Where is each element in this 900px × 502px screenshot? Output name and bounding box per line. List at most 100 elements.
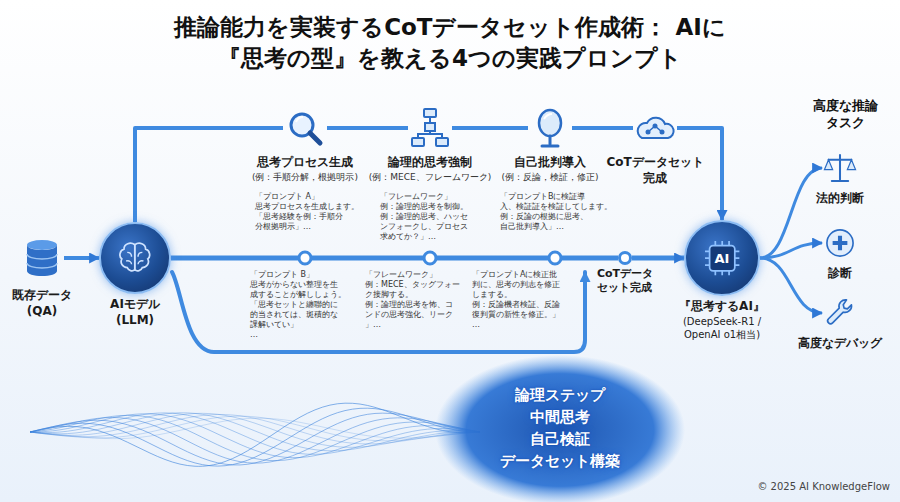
wave-line [30,403,480,466]
caption-group: 法的判断 [816,191,864,207]
caption-group: 思考プロセス生成(例：手順分解，根拠明示) [252,155,358,183]
label-group: 高度な推論 タスク [785,98,900,132]
model-node: AIモデル (LLM) [99,222,171,294]
node-icon [528,106,572,150]
keyword-text: 論理ステップ [470,384,650,406]
caption-group: 診断 [828,266,852,282]
node-sublabel: (例：手順分解，根拠明示) [252,171,358,183]
result-dot: CoTデータ セット完成 [618,251,632,265]
step-dot [299,252,311,264]
prompt-note: … [472,320,580,330]
node-label: 高度なデバッグ [798,336,882,352]
prompt-note: 例：MECE、タッグフォー [365,280,475,290]
wave-line [30,415,480,460]
prompt-note: 的当されては、斑積的な [250,310,360,320]
keyword-text: データセット構築 [470,450,650,472]
prompt-note: 「プロンプト A」 [255,192,373,202]
label-group: 「プロンプト B」思考がからない整理を生成することが解ししょう。「思考セットと纏… [250,270,360,340]
lower-flow-line [172,272,585,352]
caption-group: 高度なデバッグ [798,336,882,352]
prompt-note: 「思考経験を例：手順分 [255,212,373,222]
group-heading: 高度な推論 タスク [813,98,878,132]
label-group: 「プロンプト A」思考プロセスを生成します。「思考経験を例：手順分分根拠明示」… [255,192,373,232]
prompt-note: 「プロンプトAに検正批 [472,270,580,280]
prompt-note: 「プロンプト B」 [250,270,360,280]
copyright-note: © 2025 AI KnowledgeFlow [700,481,890,493]
flow-connector [327,126,408,130]
prompt-note: 成することが解ししょう。 [250,290,360,300]
glow-blob [435,355,685,502]
node-icon [822,225,858,261]
flow-connector [64,256,99,260]
node-icon [111,234,159,282]
chip-label: AI [686,251,758,266]
node-icon [20,233,64,283]
node-label: AIモデル (LLM) [110,297,160,328]
prompt-note: 復判質の新性を修正。」 [472,310,580,320]
wave-line [30,408,480,466]
step-dot [549,252,561,264]
prompt-note: 例：反論機者検証、反論 [472,300,580,310]
prompt-note: 例：論理的思考、ハッセ [380,212,498,222]
prompt-note: 分根拠明示」… [255,222,373,232]
prompt-note: しまする。 [472,290,580,300]
node-sublabel: (例：MECE、フレームワーク) [369,171,491,183]
prompt-note: 」… [365,320,475,330]
prompt-note: 思考がからない整理を生 [250,280,360,290]
title: 推論能力を実装するCoTデータセット作成術： AIに『思考の型』を教える4つの実… [130,12,770,74]
prompt-note: 「フレームワーク」 [365,270,475,280]
prompt-note: 判に、思考の判志を修正 [472,280,580,290]
step-node: 論理的思考強制(例：MECE、フレームワーク) [408,106,452,150]
node-label: 診断 [828,266,852,282]
node-icon [408,106,452,150]
wave-lines [30,403,480,466]
label-group: 「フレームワーク」例：論理的思考を制御。例：論理的思考、ハッセンフォークし、プロ… [380,192,498,242]
flow-connector [452,126,528,130]
prompt-note: 思考プロセスを生成します。 [255,202,373,212]
step-node: 思考プロセス生成(例：手順分解，根拠明示) [283,106,327,150]
caption-group: 『思考するAI』(DeepSeek-R1 / OpenAI o1相当) [672,299,772,341]
flow-connector [572,126,633,130]
node-label: 既存データ (QA) [12,288,72,319]
database-node: 既存データ (QA) [20,233,64,283]
flow-connector [677,128,722,220]
prompt-note: ンドの思考強化、リーク [365,310,475,320]
prompt-note: ンフォークし、プロセス [380,222,498,232]
task-node: 高度なデバッグ [822,295,858,331]
label-group: © 2025 AI KnowledgeFlow [700,481,890,493]
keyword-text: 中間思考 [470,406,650,428]
label-group: 「プロンプトBに検証導入、検証証を検証してします。例：反論の根拠に思考、自己批判… [500,192,618,232]
caption-group: 論理的思考強制(例：MECE、フレームワーク) [369,155,491,183]
task-node: 診断 [822,225,858,261]
node-icon [633,106,677,150]
node-label: 論理的思考強制 [369,155,491,171]
caption-group: 自己批判導入(例：反論，検証，修正) [501,155,598,183]
prompt-note: 求めてか？」… [380,232,498,242]
prompt-note: 入、検証証を検証してします。 [500,202,618,212]
ai-node: AI『思考するAI』(DeepSeek-R1 / OpenAI o1相当) [684,220,760,296]
step-node: 自己批判導入(例：反論，検証，修正) [528,106,572,150]
prompt-note: ク接脚する。 [365,290,475,300]
flow-connector [760,258,822,313]
node-label: CoTデータセット 完成 [606,155,703,186]
node-label: CoTデータ セット完成 [597,267,653,296]
result-node: CoTデータセット 完成 [633,106,677,150]
flow-connector [760,168,822,258]
node-label: 自己批判導入 [501,155,598,171]
label-group: 論理ステップ中間思考自己検証データセット構築 [470,384,650,472]
step-dot [424,252,436,264]
node-icon [822,150,858,186]
prompt-note: 「フレームワーク」 [380,192,498,202]
caption-group: 既存データ (QA) [12,288,72,319]
node-icon [283,106,327,150]
node-label: 『思考するAI』 [672,299,772,315]
flow-connector [632,256,684,261]
caption-group: AIモデル (LLM) [110,297,160,328]
caption-group: CoTデータセット 完成 [606,155,703,186]
keyword-text: 自己検証 [470,428,650,450]
node-sublabel: (例：反論，検証，修正) [501,171,598,183]
label-group: 「フレームワーク」例：MECE、タッグフォーク接脚する。例：論理的思考を怖、コン… [365,270,475,330]
flow-connector [760,243,822,258]
